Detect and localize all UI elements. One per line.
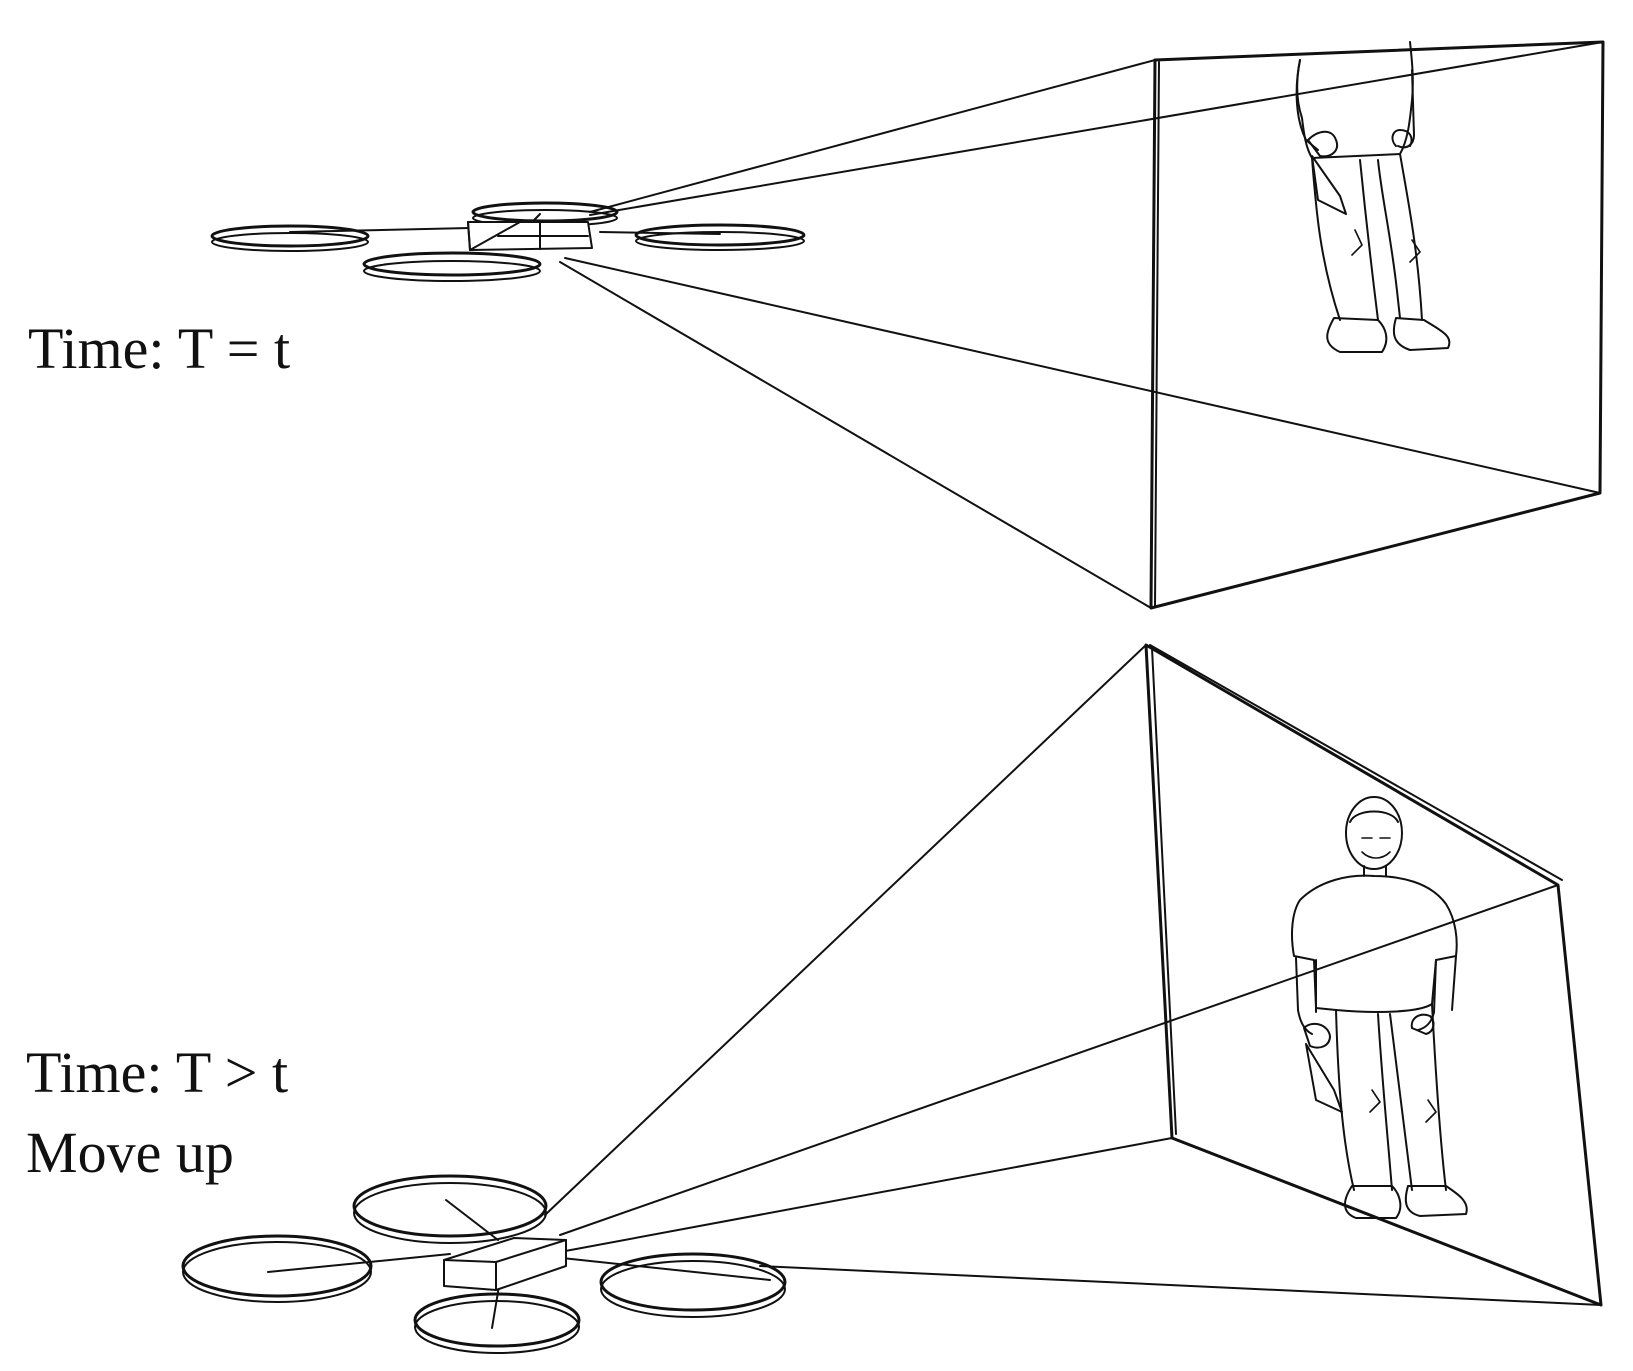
quadcopter-drone-1	[210, 201, 806, 282]
action-label-2: Move up	[26, 1120, 234, 1185]
time-label-1: Time: T = t	[28, 316, 290, 381]
scene-2: Time: T > t Move up	[26, 643, 1603, 1354]
scene-1: Time: T = t	[28, 40, 1605, 610]
view-frustum-1	[559, 40, 1605, 610]
time-label-2: Time: T > t	[26, 1040, 288, 1105]
human-figure-1	[1295, 41, 1451, 353]
human-figure-2	[1291, 796, 1468, 1219]
view-frustum-2	[544, 643, 1603, 1307]
quadcopter-drone-2	[181, 1174, 787, 1354]
